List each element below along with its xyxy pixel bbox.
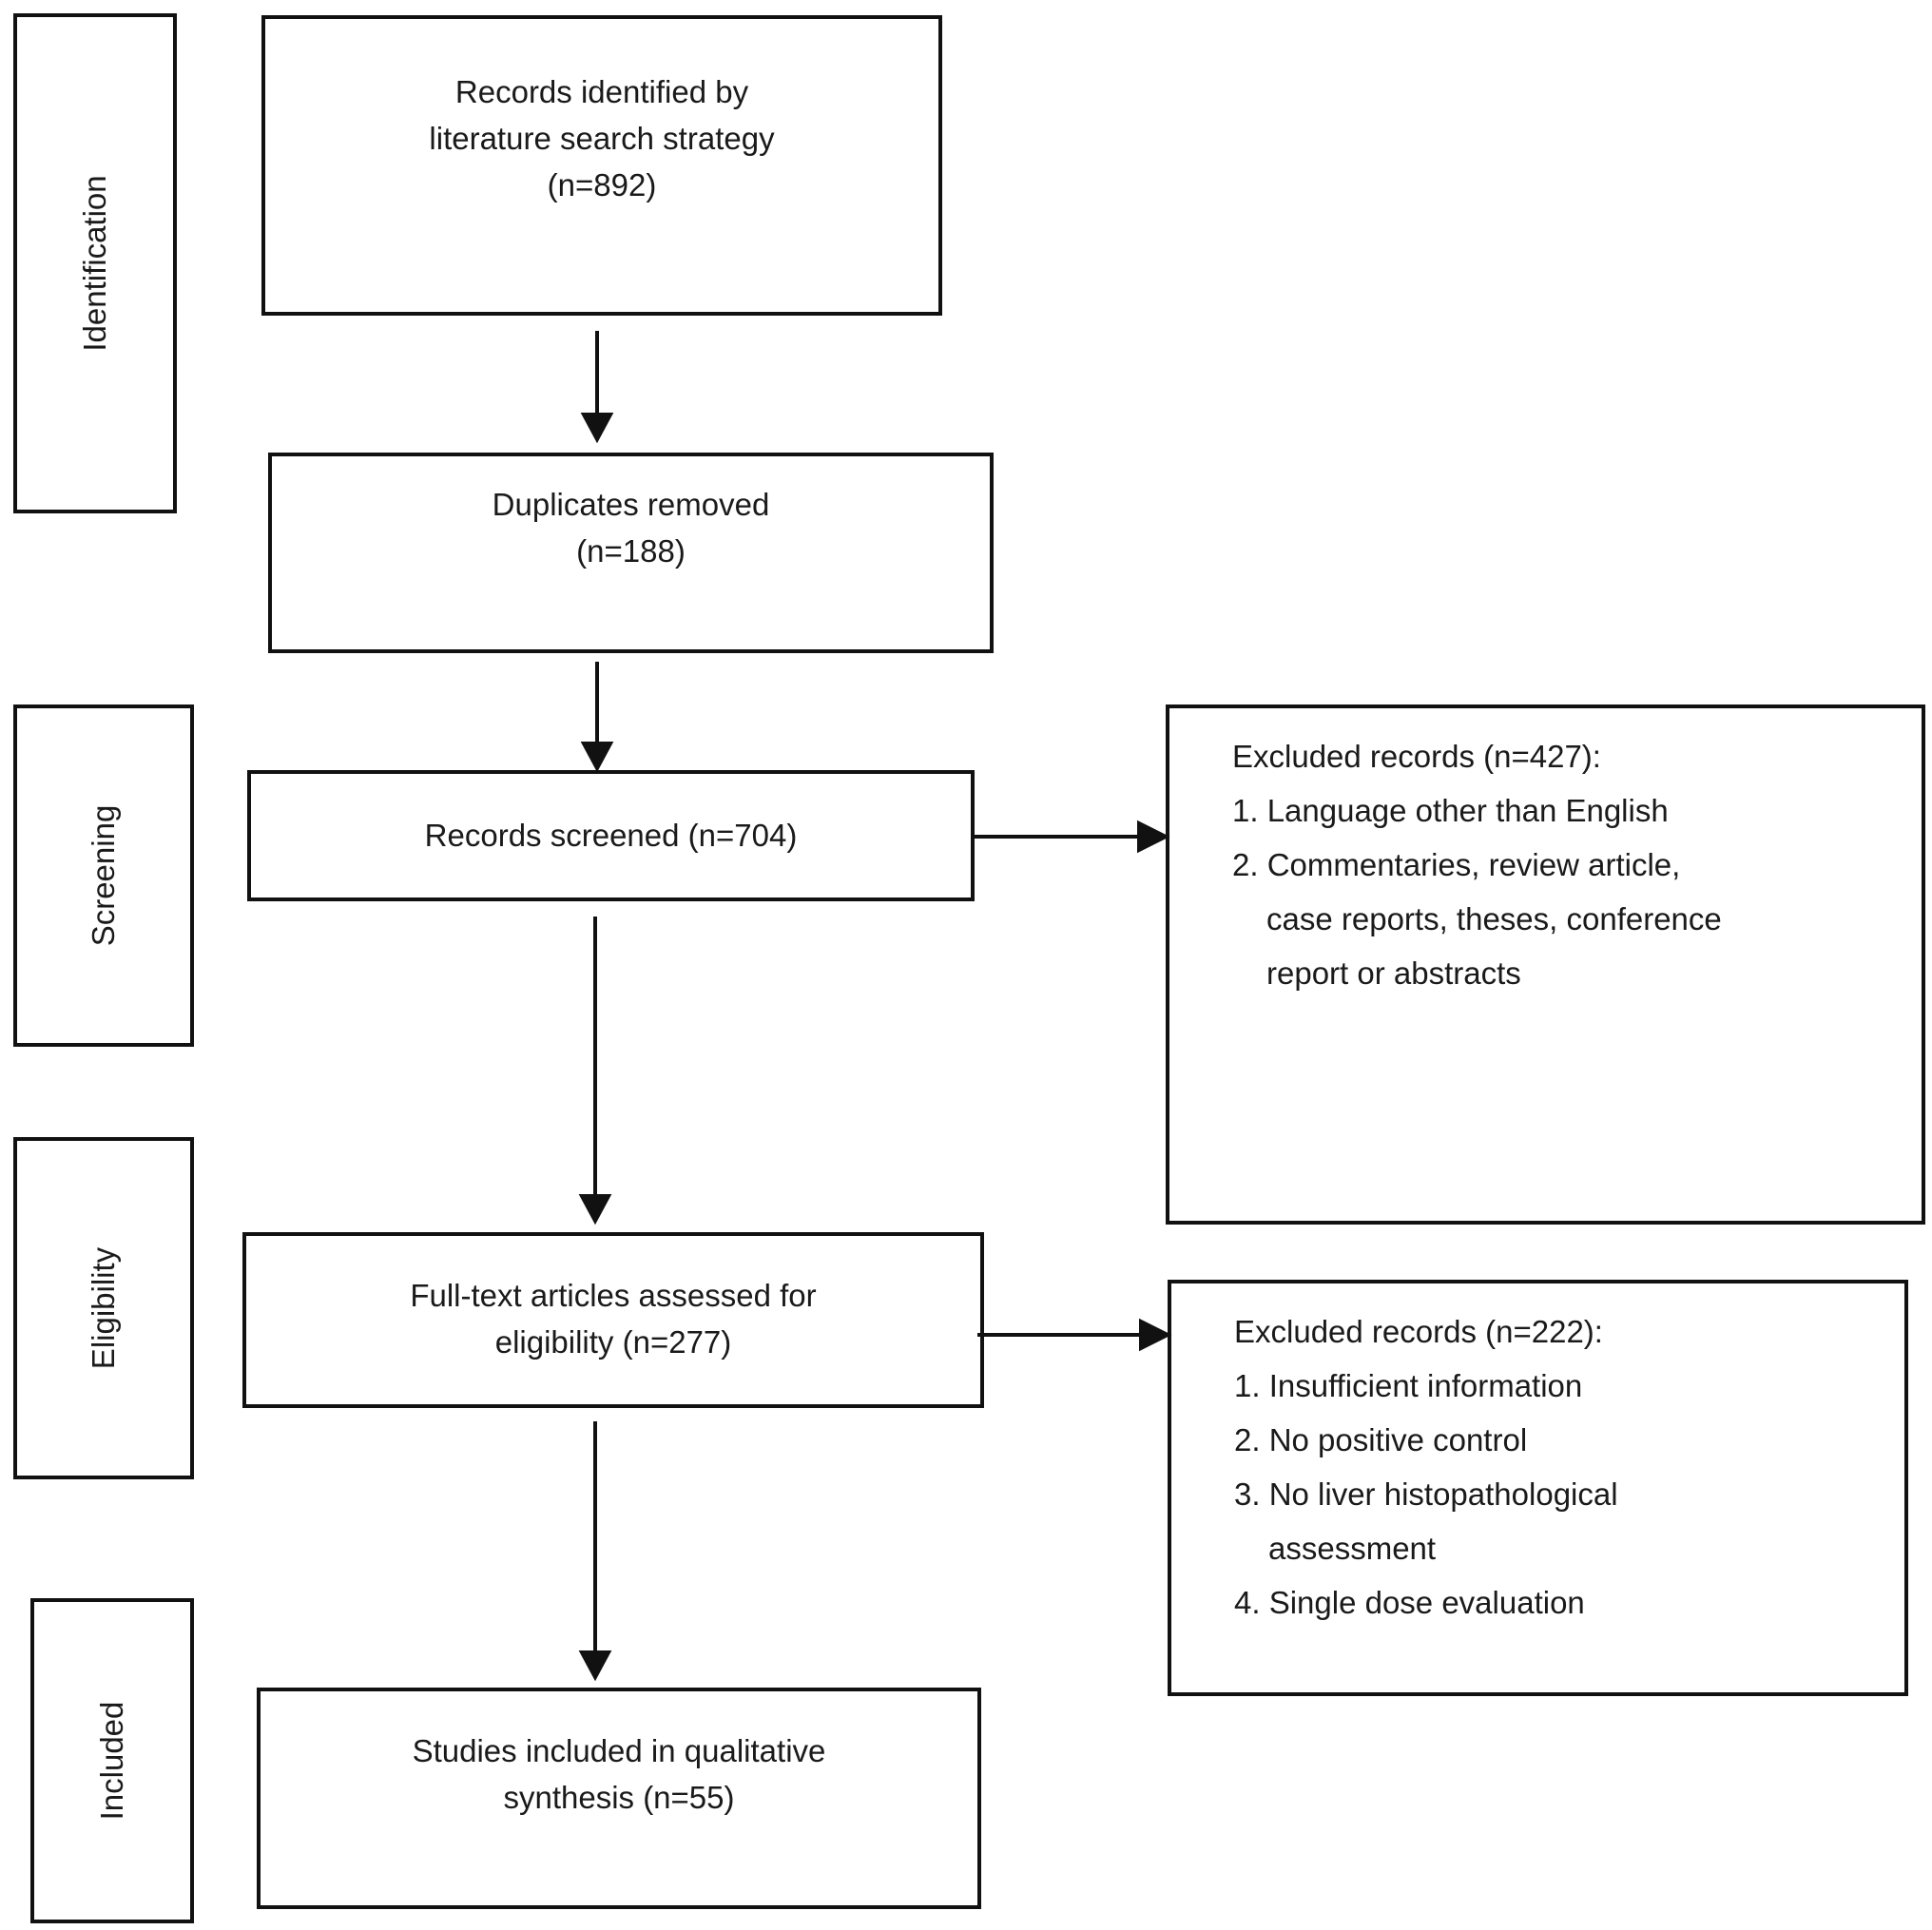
records-identified-count: (n=892): [547, 167, 657, 203]
excluded-eligibility-item: 2. No positive control: [1234, 1422, 1528, 1457]
excluded-eligibility-box: Excluded records (n=222): 1. Insufficien…: [1168, 1280, 1908, 1696]
excluded-screening-item: 2. Commentaries, review article, case re…: [1232, 847, 1722, 991]
studies-included-box: Studies included in qualitative synthesi…: [257, 1688, 981, 1909]
records-screened-label: Records screened (n=704): [424, 818, 798, 853]
duplicates-removed-box: Duplicates removed (n=188): [268, 453, 994, 653]
stage-included-label: Included: [94, 1701, 129, 1821]
records-identified-box: Records identified by literature search …: [261, 15, 942, 316]
excluded-eligibility-item: 1. Insufficient information: [1234, 1368, 1583, 1403]
stage-identification: Identification: [13, 13, 177, 513]
excluded-screening-item: 1. Language other than English: [1232, 793, 1669, 828]
fulltext-assessed-line1: Full-text articles assessed for: [410, 1278, 817, 1313]
records-screened-box: Records screened (n=704): [247, 770, 975, 901]
stage-eligibility-label: Eligibility: [86, 1246, 121, 1370]
stage-screening-label: Screening: [86, 804, 121, 947]
duplicates-removed-line1: Duplicates removed: [492, 487, 770, 522]
excluded-eligibility-item: 4. Single dose evaluation: [1234, 1585, 1585, 1620]
arrow-screened-to-excluded-head: [1137, 820, 1170, 854]
arrow-identified-to-duplicates-head: [580, 413, 614, 444]
arrow-duplicates-to-screened-head: [580, 742, 614, 773]
stage-identification-label: Identification: [77, 175, 112, 352]
stage-eligibility: Eligibility: [13, 1137, 194, 1479]
arrow-fulltext-to-included-head: [578, 1650, 612, 1682]
excluded-screening-box: Excluded records (n=427): 1. Language ot…: [1166, 704, 1925, 1225]
records-identified-line1: Records identified by: [454, 74, 749, 109]
studies-included-line1: Studies included in qualitative: [412, 1733, 826, 1768]
stage-included: Included: [30, 1598, 194, 1923]
fulltext-assessed-box: Full-text articles assessed for eligibil…: [242, 1232, 984, 1408]
stage-screening: Screening: [13, 704, 194, 1047]
arrow-screened-to-fulltext-head: [578, 1194, 612, 1226]
arrow-fulltext-to-excluded-head: [1139, 1318, 1172, 1352]
excluded-eligibility-item: 3. No liver histopathological assessment: [1234, 1476, 1618, 1566]
fulltext-assessed-line2: eligibility (n=277): [494, 1324, 732, 1360]
excluded-screening-header: Excluded records (n=427):: [1232, 739, 1601, 774]
records-identified-line2: literature search strategy: [429, 121, 775, 156]
studies-included-line2: synthesis (n=55): [503, 1780, 735, 1815]
excluded-eligibility-header: Excluded records (n=222):: [1234, 1314, 1603, 1349]
duplicates-removed-count: (n=188): [576, 533, 686, 569]
